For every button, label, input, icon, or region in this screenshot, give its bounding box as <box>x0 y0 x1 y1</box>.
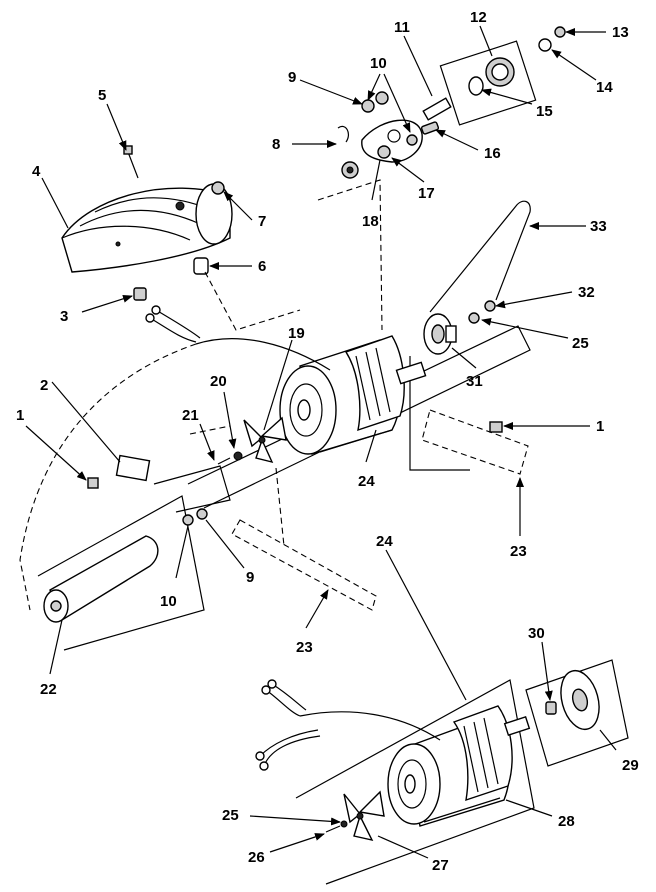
wire-harness-lower <box>255 679 441 771</box>
callout-28: 28 <box>558 813 575 830</box>
callout-6: 6 <box>258 258 266 275</box>
fan-blade <box>217 416 287 465</box>
callout-19: 19 <box>288 325 305 342</box>
callout-23b: 23 <box>296 639 313 656</box>
callout-5: 5 <box>98 87 106 104</box>
mount-bracket-right <box>421 409 529 475</box>
clip-6 <box>193 257 209 275</box>
pulley-assembly <box>423 300 496 355</box>
callout-1b: 1 <box>596 418 604 435</box>
lower-fan <box>325 790 385 842</box>
callout-33: 33 <box>590 218 607 235</box>
motor-cover <box>61 183 233 273</box>
callout-10b: 10 <box>160 593 177 610</box>
callout-18: 18 <box>362 213 379 230</box>
callout-9a: 9 <box>288 69 296 86</box>
callout-9b: 9 <box>246 569 254 586</box>
washer-14 <box>538 38 552 52</box>
callout-13: 13 <box>612 24 629 41</box>
clip-13 <box>554 26 566 38</box>
capacitor-strap <box>87 454 208 526</box>
callout-labels: 5 4 7 6 3 9 10 11 12 13 14 15 8 16 17 18… <box>16 9 639 874</box>
callout-30: 30 <box>528 625 545 642</box>
callout-25a: 25 <box>572 335 589 352</box>
callout-1a: 1 <box>16 407 24 424</box>
callout-14: 14 <box>596 79 613 96</box>
mount-bracket-bottom <box>231 467 377 611</box>
lower-motor <box>387 705 531 827</box>
callout-29: 29 <box>622 757 639 774</box>
callout-32: 32 <box>578 284 595 301</box>
drive-belt <box>429 200 531 313</box>
wire-harness-upper <box>19 305 331 611</box>
callout-11: 11 <box>394 19 410 36</box>
lower-panel <box>295 679 535 885</box>
leader-lines <box>25 25 617 859</box>
bearing-assembly <box>439 40 537 126</box>
callout-23a: 23 <box>510 543 527 560</box>
callout-4: 4 <box>32 163 41 180</box>
callout-15: 15 <box>536 103 553 120</box>
callout-8: 8 <box>272 136 280 153</box>
callout-7: 7 <box>258 213 266 230</box>
motor-bracket <box>337 91 452 179</box>
callout-20: 20 <box>210 373 227 390</box>
capacitor <box>37 495 205 651</box>
callout-24a: 24 <box>358 473 375 490</box>
screw-5 <box>123 145 139 179</box>
callout-26: 26 <box>248 849 265 866</box>
callout-25b: 25 <box>222 807 239 824</box>
callout-16: 16 <box>484 145 501 162</box>
callout-2: 2 <box>40 377 48 394</box>
callout-27: 27 <box>432 857 449 874</box>
callout-17: 17 <box>418 185 435 202</box>
nut-3 <box>133 287 147 301</box>
callout-24b: 24 <box>376 533 393 550</box>
main-motor <box>279 335 427 455</box>
callout-21: 21 <box>182 407 199 424</box>
callout-12: 12 <box>470 9 487 26</box>
lower-pulley <box>525 659 629 767</box>
callout-3: 3 <box>60 308 68 325</box>
grommet-7 <box>211 181 225 195</box>
callout-22: 22 <box>40 681 57 698</box>
callout-31: 31 <box>466 373 483 390</box>
callout-10a: 10 <box>370 55 387 72</box>
